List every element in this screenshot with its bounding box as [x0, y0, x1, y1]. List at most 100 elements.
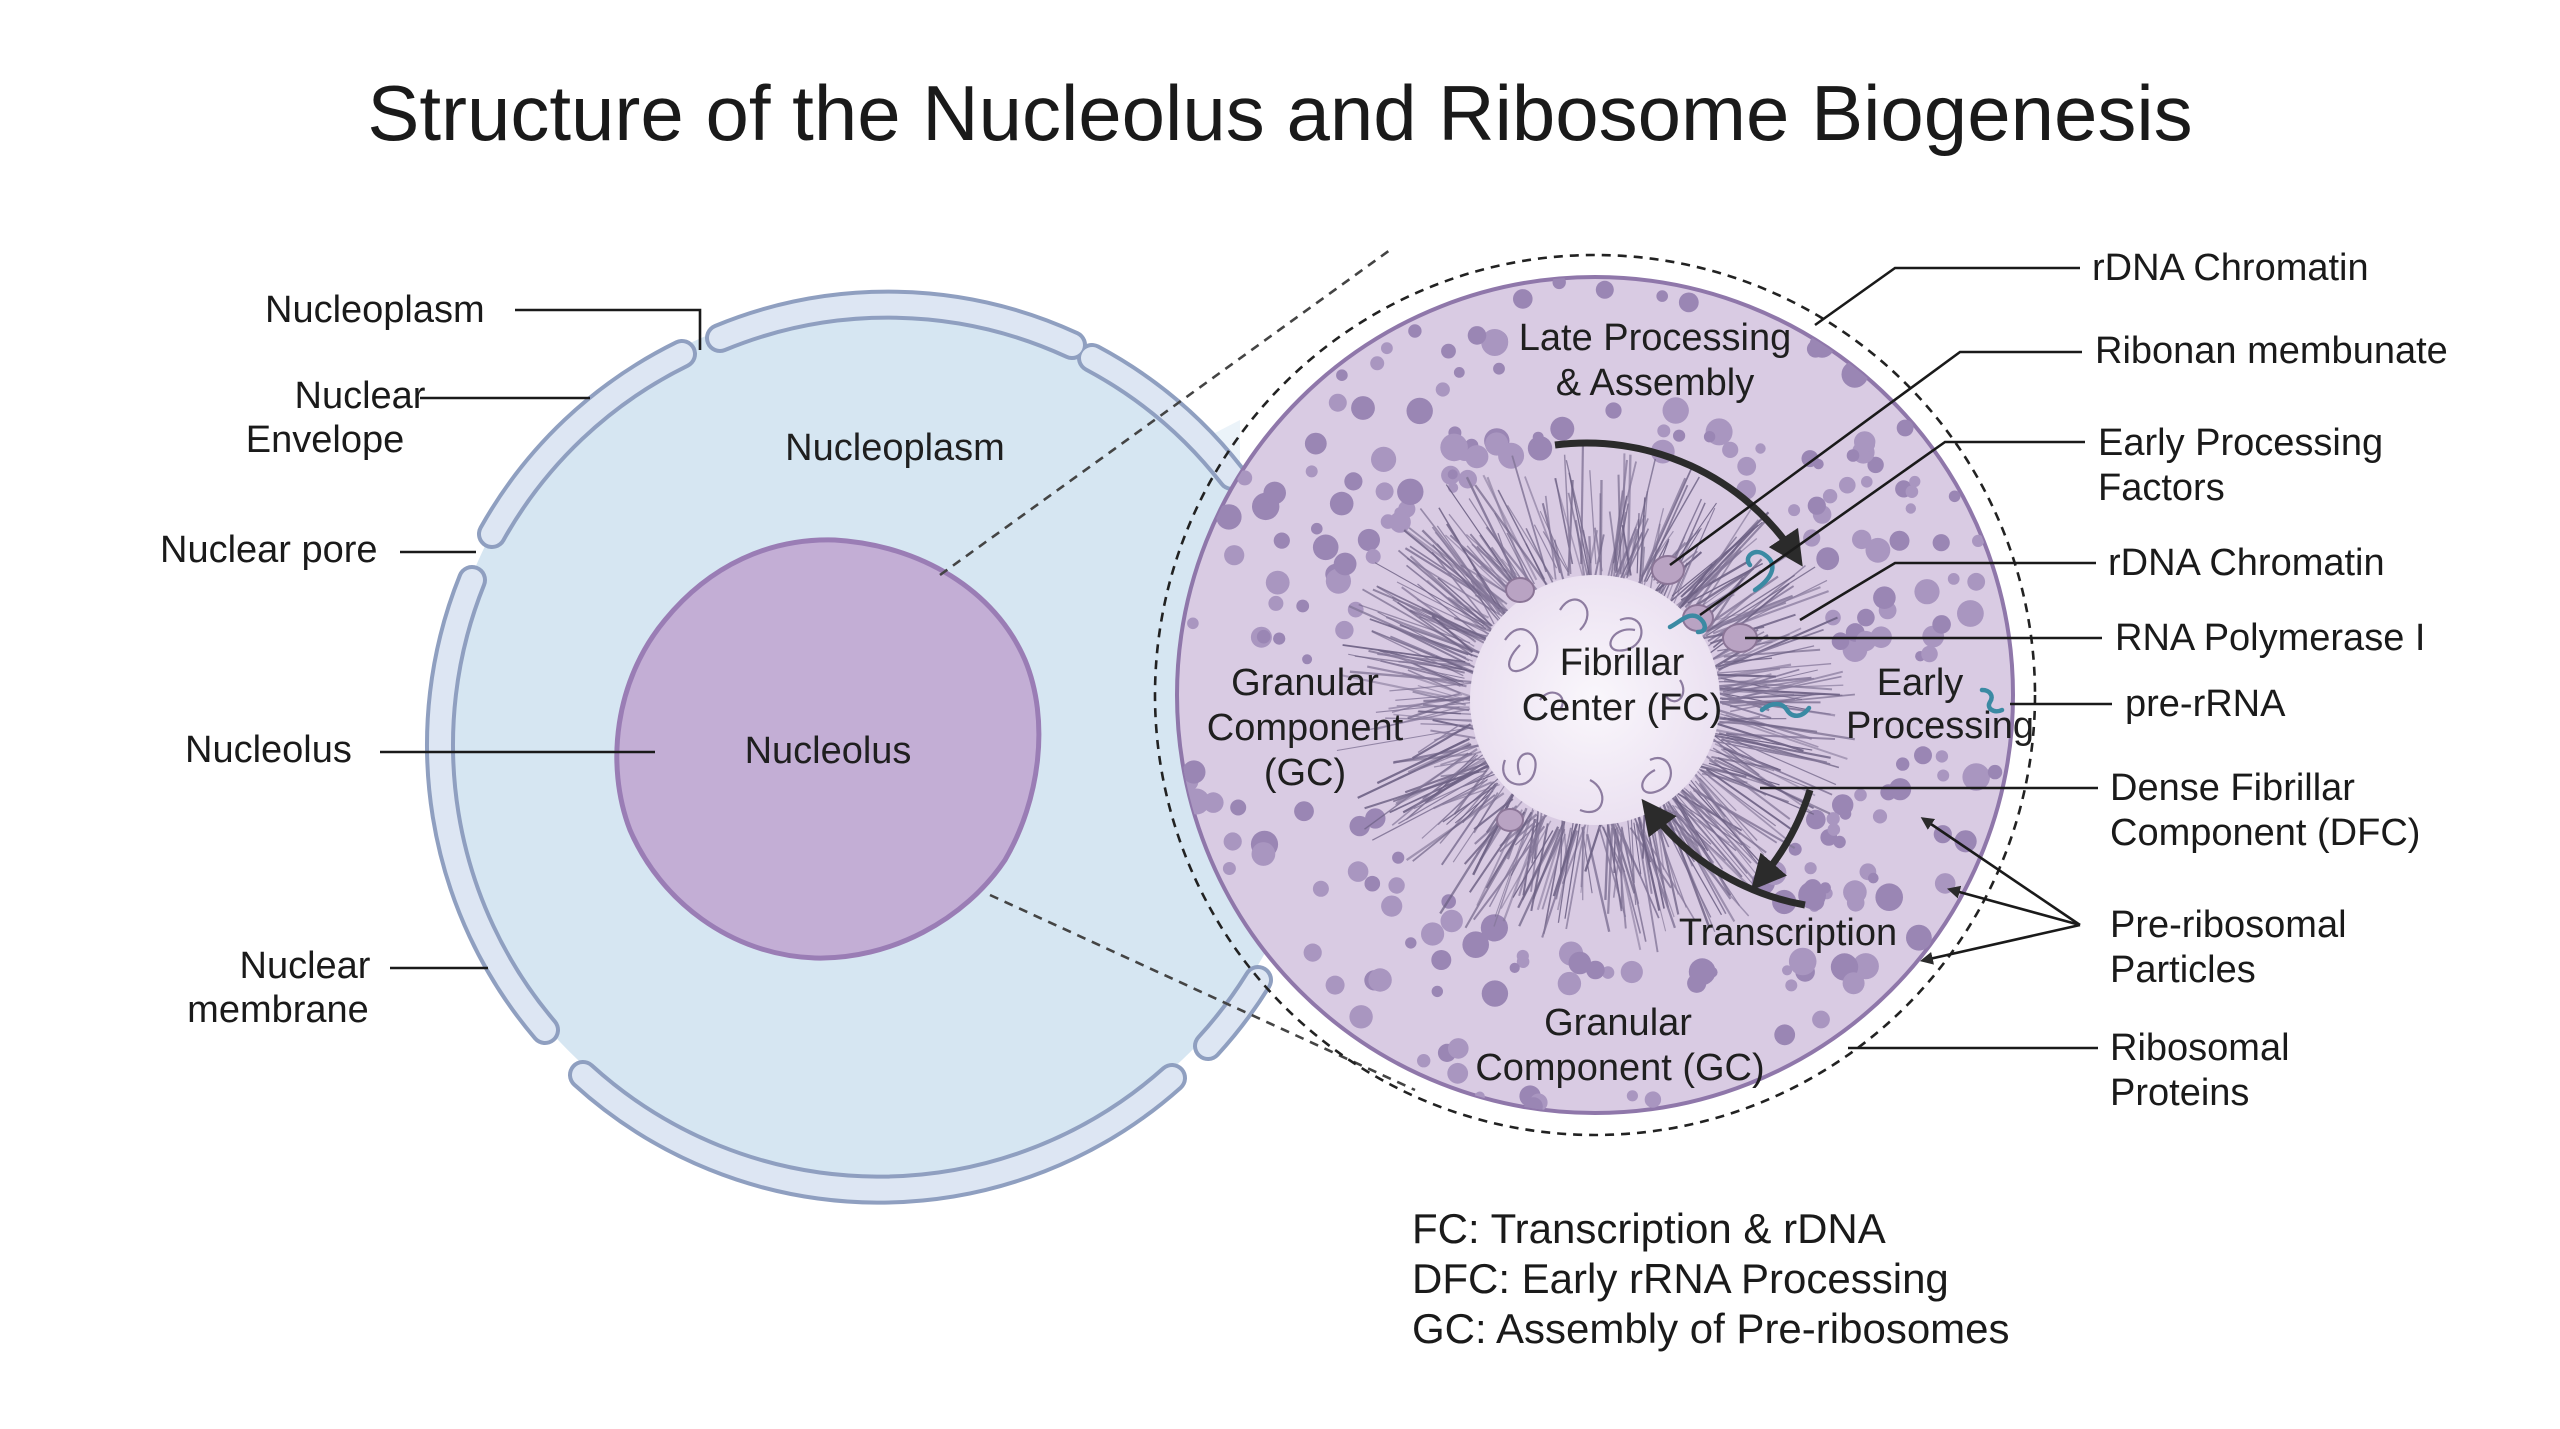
dfc-fiber [1698, 782, 1741, 835]
granule [1852, 953, 1879, 980]
nucleoplasm-label: Nucleoplasm [265, 289, 485, 331]
granule [1552, 277, 1566, 290]
granule [1380, 514, 1396, 529]
granule [1854, 788, 1867, 802]
granule [1865, 537, 1891, 563]
pre-rrna-strands [1667, 549, 2005, 718]
dfc-fiber [1432, 544, 1499, 621]
dfc-fiber [1621, 518, 1649, 583]
granule [1737, 456, 1757, 476]
dfc-fiber [1680, 563, 1714, 607]
dfc-fiber [1716, 722, 1804, 752]
granule [1826, 812, 1840, 826]
dfc-fiber [1673, 521, 1710, 605]
fc-label-2: Center (FC) [1522, 687, 1723, 729]
granule [1812, 1010, 1830, 1029]
dfc-fiber [1417, 685, 1475, 703]
granule [1251, 842, 1276, 866]
dfc-fiber [1447, 596, 1490, 619]
granule [1357, 528, 1380, 552]
dfc-fiber [1357, 743, 1472, 799]
dfc-fiber [1536, 825, 1565, 911]
granule [1909, 475, 1921, 488]
dfc-fiber [1691, 786, 1778, 844]
rdna-chromatin-label-1: rDNA Chromatin [2092, 247, 2369, 289]
dfc-fiber [1398, 773, 1485, 825]
granule [1626, 1090, 1638, 1102]
granule [1368, 968, 1392, 992]
granule [1224, 545, 1245, 566]
dfc-fiber [1482, 474, 1538, 581]
granule [1827, 823, 1841, 836]
granule [1806, 809, 1826, 830]
granule [1509, 962, 1520, 974]
granule [1440, 433, 1468, 462]
dfc-fiber [1440, 749, 1486, 766]
dfc-fiber [1604, 819, 1610, 900]
granule [1365, 549, 1381, 564]
dfc-fiber [1447, 598, 1492, 627]
dfc-fiber [1726, 732, 1769, 748]
pre-ribosomal-leaders [1919, 817, 2081, 965]
granule [1987, 764, 2003, 780]
ribonan-membunate-label: Ribonan membunate [2095, 330, 2448, 372]
granule [1381, 895, 1403, 917]
granule [1222, 862, 1236, 875]
dfc-fiber [1711, 756, 1778, 771]
dfc-fiber [1377, 586, 1475, 647]
granule [1365, 808, 1386, 829]
granule [1861, 476, 1873, 488]
dfc-fiber [1401, 586, 1477, 643]
granule [1843, 880, 1867, 904]
dfc-fiber [1674, 810, 1712, 845]
granule [1268, 595, 1284, 611]
pre-rrna-label: pre-rRNA [2125, 683, 2286, 725]
granule [1347, 861, 1369, 882]
granule [1364, 875, 1381, 892]
ribosomal-proteins-label-2: Proteins [2110, 1072, 2249, 1114]
dfc-fiber [1642, 476, 1700, 575]
dfc-fiber [1393, 752, 1473, 764]
nucleolus-body [614, 537, 1042, 961]
dfc-fiber [1506, 532, 1535, 585]
granule [1481, 329, 1509, 356]
dfc-fiber [1680, 784, 1732, 830]
granule [1855, 630, 1876, 652]
granule [1325, 975, 1345, 995]
granule [1524, 1097, 1543, 1113]
dfc-fiber [1437, 577, 1493, 627]
granule [1605, 402, 1622, 419]
granule [1788, 504, 1801, 517]
granule [1967, 572, 1986, 591]
granule [1854, 431, 1876, 453]
granule [1273, 632, 1286, 645]
granule [1447, 469, 1458, 480]
dfc-fiber [1670, 524, 1759, 602]
dfc-fiber [1433, 781, 1493, 810]
dfc-fiber [1707, 574, 1795, 632]
granule [1688, 958, 1716, 986]
dfc-fiber [1606, 823, 1623, 909]
dfc-fiber [1693, 767, 1737, 812]
granule [1406, 397, 1433, 425]
dense-fibrillar-component [1336, 439, 1855, 953]
granule [1465, 445, 1489, 469]
granule [1601, 966, 1615, 979]
dfc-fiber [1694, 780, 1726, 818]
dfc-fiber [1691, 769, 1765, 855]
dfc-fiber [1687, 562, 1764, 604]
dfc-fiber [1376, 585, 1487, 640]
granule [1914, 579, 1940, 605]
legend-gc: GC: Assembly of Pre-ribosomes [1412, 1305, 2010, 1352]
granule [1657, 424, 1671, 438]
dfc-fiber [1440, 782, 1499, 866]
dfc-fiber [1552, 821, 1579, 897]
dfc-fiber [1393, 713, 1472, 723]
granule [1481, 980, 1509, 1007]
dfc-fiber [1563, 454, 1572, 575]
dfc-fiber [1541, 833, 1566, 910]
dfc-fiber [1640, 546, 1646, 589]
granule [1932, 534, 1950, 552]
dfc-fiber [1397, 549, 1492, 630]
